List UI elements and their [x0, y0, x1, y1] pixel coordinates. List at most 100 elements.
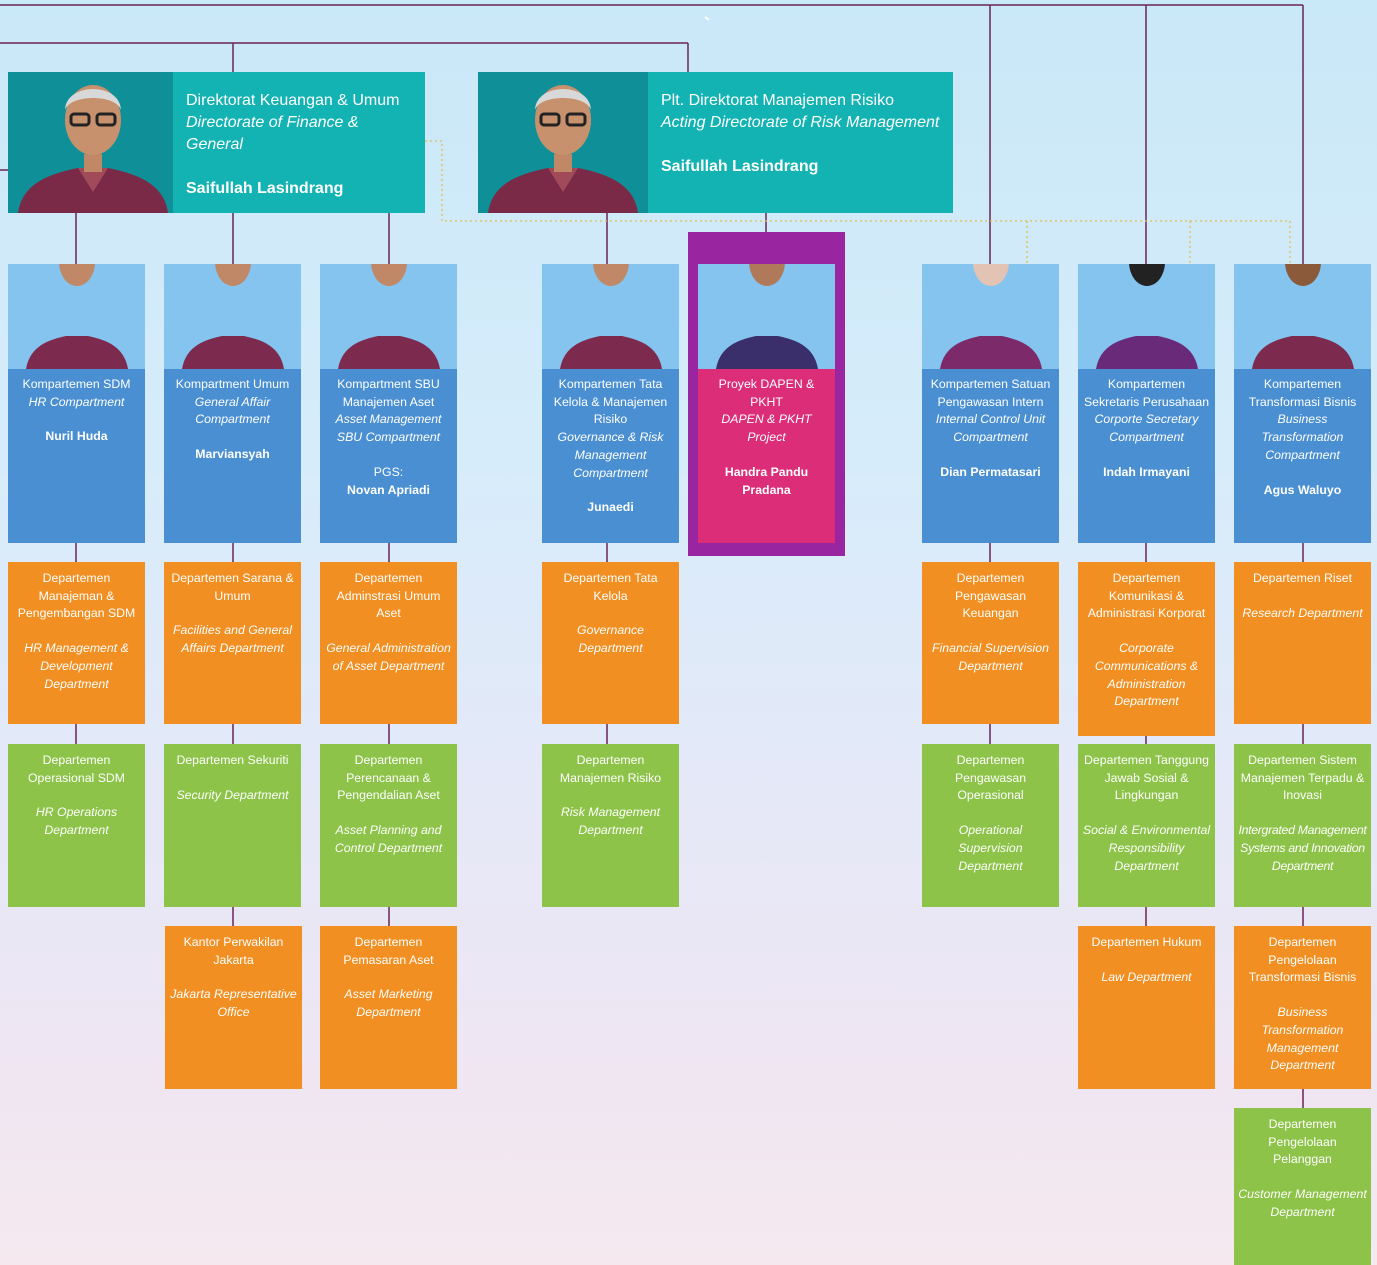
compartment-head-name: Novan Apriadi [347, 482, 430, 497]
dept-title: Departemen Sistem Manajemen Terpadu & In… [1240, 753, 1365, 803]
compartment-head-name: Indah Irmayani [1103, 464, 1190, 479]
director-photo [478, 72, 648, 213]
compartment-title: Kompartemen Sekretaris Perusahaan [1083, 377, 1210, 409]
dept-title-en: Research Department [1242, 605, 1363, 620]
dept-jakarta-representative-office: Kantor Perwakilan Jakarta Jakarta Repres… [165, 926, 302, 1089]
dept-general-administration-asset: Departemen Adminstrasi Umum Aset General… [320, 562, 457, 724]
dept-governance: Departemen Tata Kelola Governance Depart… [542, 562, 679, 724]
dept-research: Departemen Riset Research Department [1234, 562, 1371, 724]
director-name: Saifullah Lasindrang [661, 158, 819, 175]
dept-title: Departemen Pengelolaan Pelanggan [1268, 1117, 1337, 1167]
compartment-general-affair: Kompartment Umum General Affair Compartm… [164, 264, 301, 543]
compartment-head-name: Dian Permatasari [940, 464, 1041, 479]
dept-security: Departemen Sekuriti Security Department [164, 744, 301, 907]
directorate-title: Plt. Direktorat Manajemen Risiko [661, 92, 894, 109]
compartment-title: Kompartemen Tata Kelola & Manajemen Risi… [553, 377, 668, 427]
directorate-title: Direktorat Keuangan & Umum [186, 92, 400, 109]
dept-title-en: Asset Marketing Department [344, 987, 433, 1020]
directorate-title-en: Directorate of Finance & General [186, 114, 359, 153]
dept-title-en: Intergrated Management Systems and Innov… [1238, 823, 1367, 873]
compartment-head-photo [8, 264, 145, 369]
project-head-name: Handra Pandu Pradana [724, 464, 809, 497]
compartment-head-name: Junaedi [587, 500, 634, 515]
dept-asset-planning-control: Departemen Perencanaan & Pengendalian As… [320, 744, 457, 907]
dept-law: Departemen Hukum Law Department [1078, 926, 1215, 1089]
dept-title-en: HR Management & Development Department [24, 641, 129, 691]
dept-title-en: Security Department [176, 787, 289, 802]
directorate-finance-general: Direktorat Keuangan & Umum Directorate o… [8, 72, 425, 213]
dept-hr-operations: Departemen Operasional SDM HR Operations… [8, 744, 145, 907]
dept-business-transformation-management: Departemen Pengelolaan Transformasi Bisn… [1234, 926, 1371, 1089]
dept-title-en: Jakarta Representative Office [170, 987, 297, 1020]
dept-title-en: Governance Department [577, 623, 644, 656]
director-photo [8, 72, 173, 213]
dept-title: Departemen Riset [1252, 571, 1353, 585]
dept-title: Departemen Pengawasan Operasional [954, 753, 1027, 803]
dept-title: Departemen Tata Kelola [563, 571, 658, 603]
compartment-title: Kompartment Umum [175, 377, 290, 391]
directorate-risk-management: Plt. Direktorat Manajemen Risiko Acting … [478, 72, 953, 213]
dept-title: Kantor Perwakilan Jakarta [183, 935, 284, 967]
dept-risk-management: Departemen Manajemen Risiko Risk Managem… [542, 744, 679, 907]
dept-title-en: Facilities and General Affairs Departmen… [173, 623, 292, 656]
dept-hr-management-development: Departemen Manajeman & Pengembangan SDM … [8, 562, 145, 724]
compartment-head-photo [542, 264, 679, 369]
compartment-title: Kompartemen Transformasi Bisnis [1248, 377, 1357, 409]
project-title-en: DAPEN & PKHT Project [721, 412, 812, 445]
dept-title: Departemen Hukum [1091, 935, 1202, 949]
directorate-title-en: Acting Directorate of Risk Management [661, 114, 940, 131]
compartment-title-en: Internal Control Unit Compartment [935, 412, 1046, 445]
dept-title: Departemen Pengelolaan Transformasi Bisn… [1248, 935, 1357, 985]
compartment-head-name: Marviansyah [195, 447, 270, 462]
dept-title: Departemen Sarana & Umum [171, 571, 294, 603]
dept-title-en: Corporate Communications & Administratio… [1094, 641, 1199, 709]
dept-title: Departemen Tanggung Jawab Sosial & Lingk… [1084, 753, 1209, 803]
compartment-head-photo [922, 264, 1059, 369]
acting-label: PGS: [373, 464, 404, 479]
dept-title: Departemen Sekuriti [176, 753, 289, 767]
compartment-title: Kompartment SBU Manajemen Aset [337, 377, 440, 409]
compartment-title: Kompartemen Satuan Pengawasan Intern [930, 377, 1051, 409]
compartment-hr: Kompartemen SDM HR Compartment Nuril Hud… [8, 264, 145, 543]
dept-title: Departemen Pengawasan Keuangan [954, 571, 1027, 621]
dept-title-en: Law Department [1101, 969, 1192, 984]
compartment-title-en: Asset Management SBU Compartment [335, 412, 442, 445]
dept-title-en: Operational Supervision Department [958, 823, 1023, 873]
compartment-title-en: Corporte Secretary Compartment [1094, 412, 1199, 445]
dept-asset-marketing: Departemen Pemasaran Aset Asset Marketin… [320, 926, 457, 1089]
dept-title-en: Asset Planning and Control Department [334, 823, 443, 855]
compartment-head-photo [1078, 264, 1215, 369]
compartment-head-name: Nuril Huda [45, 429, 108, 444]
dept-integrated-management-systems: Departemen Sistem Manajemen Terpadu & In… [1234, 744, 1371, 907]
compartment-title-en: Business Transformation Compartment [1261, 412, 1344, 462]
project-dapen-pkht: Proyek DAPEN & PKHT DAPEN & PKHT Project… [698, 264, 835, 543]
dept-financial-supervision: Departemen Pengawasan Keuangan Financial… [922, 562, 1059, 724]
dept-title-en: Financial Supervision Department [932, 641, 1049, 673]
project-head-photo [698, 264, 835, 369]
dept-customer-management: Departemen Pengelolaan Pelanggan Custome… [1234, 1108, 1371, 1265]
dept-title: Departemen Adminstrasi Umum Aset [336, 571, 441, 621]
compartment-head-photo [320, 264, 457, 369]
dept-title: Departemen Operasional SDM [27, 753, 126, 785]
compartment-head-photo [1234, 264, 1371, 369]
compartment-title-en: General Affair Compartment [194, 394, 271, 427]
director-name: Saifullah Lasindrang [186, 180, 344, 197]
dept-facilities-general-affairs: Departemen Sarana & Umum Facilities and … [164, 562, 301, 724]
compartment-title: Kompartemen SDM [22, 377, 131, 391]
dept-title: Departemen Perencanaan & Pengendalian As… [337, 753, 440, 803]
compartment-head-photo [164, 264, 301, 369]
dept-operational-supervision: Departemen Pengawasan Operasional Operat… [922, 744, 1059, 907]
compartment-internal-control: Kompartemen Satuan Pengawasan Intern Int… [922, 264, 1059, 543]
compartment-business-transformation: Kompartemen Transformasi Bisnis Business… [1234, 264, 1371, 543]
dept-title-en: Risk Management Department [560, 805, 661, 838]
dept-corporate-communications: Departemen Komunikasi & Administrasi Kor… [1078, 562, 1215, 736]
dept-title: Departemen Pemasaran Aset [343, 935, 434, 967]
dept-title-en: Social & Environmental Responsibility De… [1082, 823, 1211, 873]
dept-title-en: Customer Management Department [1238, 1187, 1367, 1219]
dept-title: Departemen Manajeman & Pengembangan SDM [17, 571, 136, 621]
dept-title-en: General Administration of Asset Departme… [326, 641, 451, 673]
compartment-governance-risk: Kompartemen Tata Kelola & Manajemen Risi… [542, 264, 679, 543]
compartment-title-en: Governance & Risk Management Compartment [557, 430, 664, 480]
dept-title: Departemen Komunikasi & Administrasi Kor… [1087, 571, 1206, 621]
dept-title-en: HR Operations Department [35, 805, 118, 838]
